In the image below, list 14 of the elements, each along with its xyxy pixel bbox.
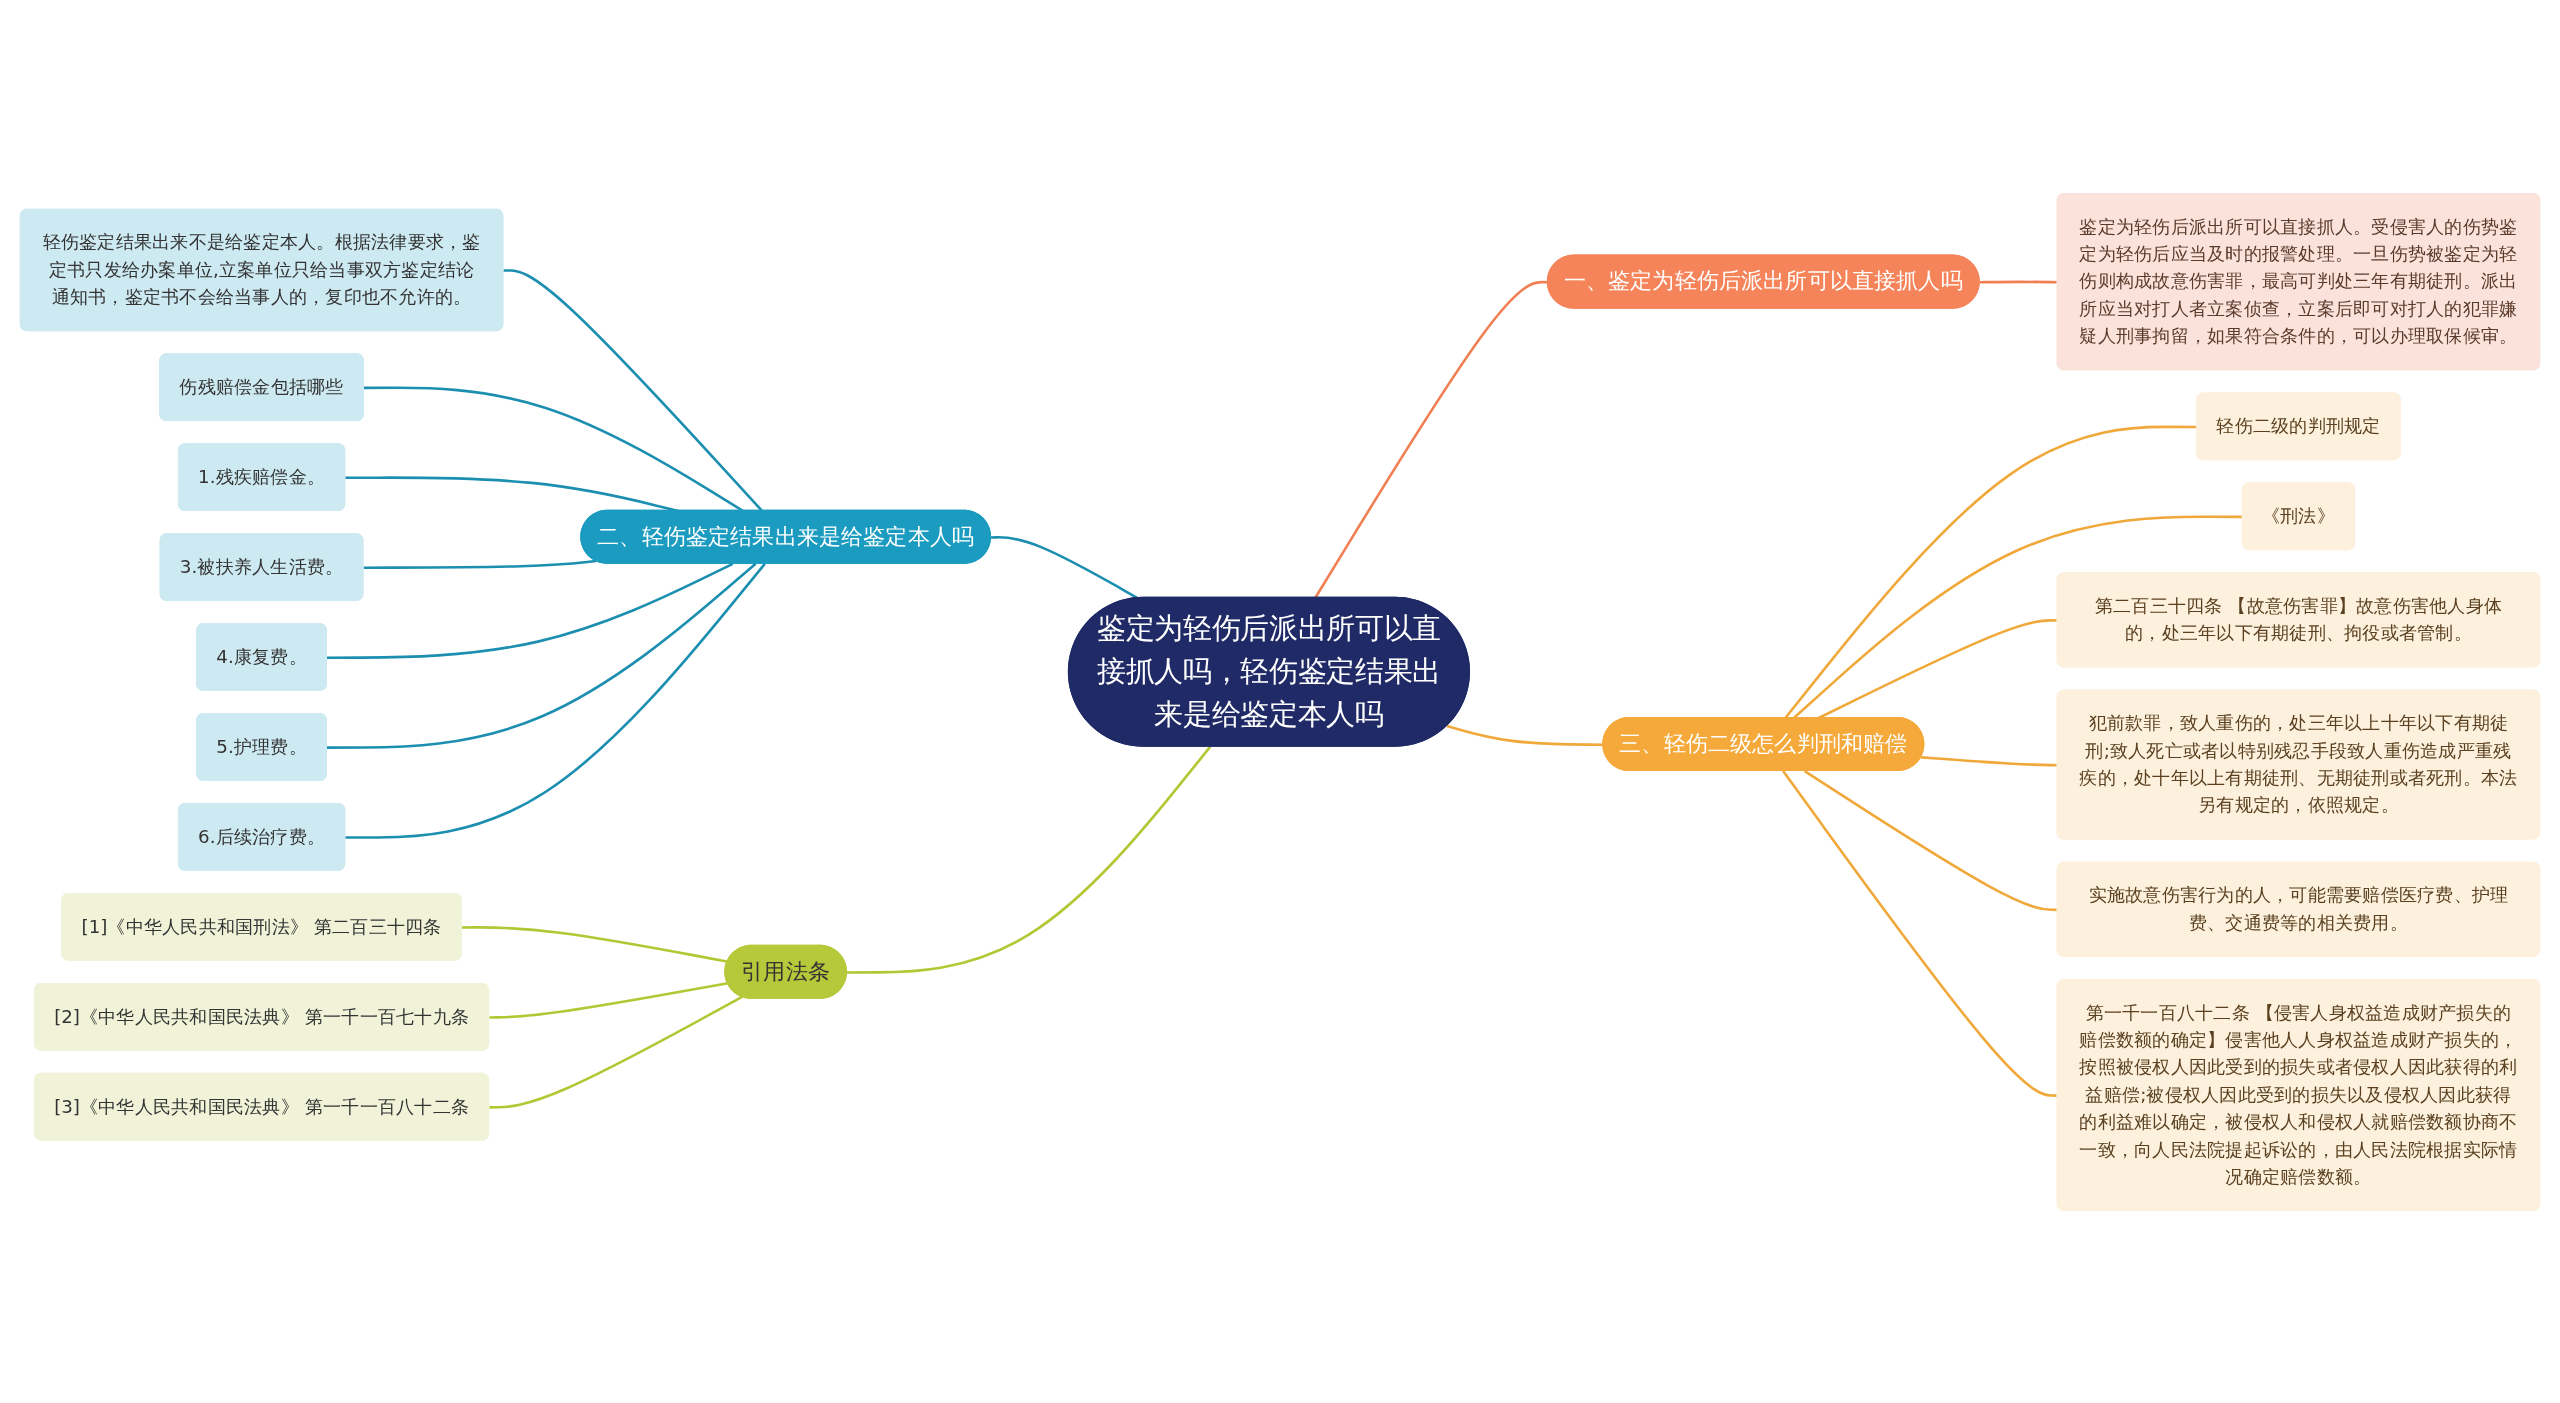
connector [1979,280,2058,284]
connector [363,559,597,569]
connector [1921,755,2058,767]
connector [846,745,1212,974]
connector [345,562,766,839]
connector [1446,724,1604,746]
connector [990,535,1139,599]
connector [326,562,734,659]
connector [1803,769,2058,911]
connector [326,562,757,749]
connector [1817,618,2058,719]
connector [1782,769,2058,1097]
connector [489,981,729,1019]
connector [489,995,743,1109]
